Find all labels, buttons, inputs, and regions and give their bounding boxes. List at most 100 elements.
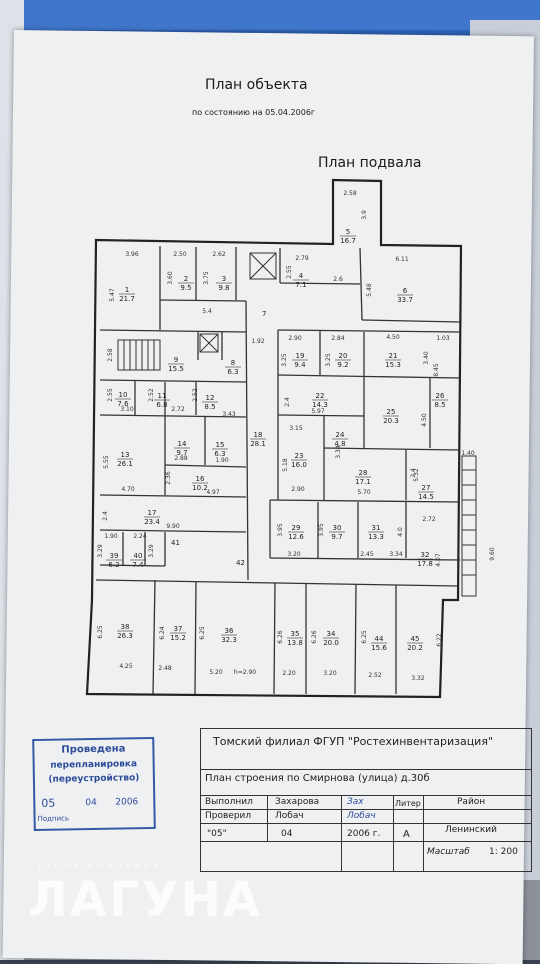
dimension-label: 3.34 <box>389 551 403 558</box>
room-35-area: 13.8 <box>287 639 303 647</box>
dimension-label: 3.20 <box>323 670 337 677</box>
dimension-label: 4.25 <box>119 663 133 670</box>
redevelopment-stamp: Проведена перепланировка (переустройство… <box>32 736 156 832</box>
dimension-label: 2.55 <box>107 388 114 402</box>
room-36-area: 32.3 <box>221 636 237 644</box>
room-12-number: 12 <box>206 394 215 402</box>
dimension-label: 5.4 <box>202 308 212 315</box>
dimension-label: 3.40 <box>423 351 430 365</box>
room-14-area: 9.7 <box>176 449 187 457</box>
dimension-label: 6.22 <box>436 633 443 647</box>
dimension-label: 2.6 <box>333 276 343 283</box>
room-18-area: 28.1 <box>250 440 266 448</box>
room-42-number: 42 <box>236 559 245 567</box>
title-block: Томский филиал ФГУП "Ростехинвентаризаци… <box>200 728 532 872</box>
dimension-label: 6.24 <box>159 626 166 640</box>
dimension-label: 3.10 <box>120 406 134 413</box>
plan-of: План строения по Смирнова (улица) д.30б <box>205 773 430 784</box>
room-11-area: 6.8 <box>156 401 167 409</box>
dimension-label: 2.62 <box>212 251 226 258</box>
date-month: 04 <box>281 829 293 839</box>
dimension-label: 5.97 <box>311 408 325 415</box>
dimension-label: 1.90 <box>104 533 118 540</box>
room-6-number: 6 <box>403 287 408 295</box>
room-11-number: 11 <box>158 392 167 400</box>
dimension-label: 9.90 <box>166 523 180 530</box>
room-30-number: 30 <box>333 524 342 532</box>
checked-label: Проверил <box>205 811 252 821</box>
room-28-area: 17.1 <box>355 478 371 486</box>
date-year: 2006 г. <box>347 829 381 839</box>
room-14-number: 14 <box>178 440 187 448</box>
room-5-number: 5 <box>346 228 350 236</box>
dimension-label: 3.9 <box>361 210 368 220</box>
room-35-number: 35 <box>291 630 300 638</box>
room-5-area: 16.7 <box>340 237 356 245</box>
dimension-label: 6.25 <box>361 630 368 644</box>
signature-1: Зах <box>347 797 364 807</box>
signature-2: Лобач <box>347 811 376 821</box>
room-39-area: 6.2 <box>108 561 119 569</box>
dimension-label: 9.60 <box>489 547 496 561</box>
document-subtitle: по состоянию на 05.04.2006г <box>192 108 316 117</box>
dimension-label: 2.90 <box>291 486 305 493</box>
org-name: Томский филиал ФГУП "Ростехинвентаризаци… <box>213 735 494 748</box>
plan-title: План подвала <box>318 155 422 171</box>
dimension-label: 2.52 <box>368 672 382 679</box>
dimension-label: 4.07 <box>435 553 442 567</box>
room-13-number: 13 <box>121 451 130 459</box>
dimension-label: 4.50 <box>421 413 428 427</box>
room-34-number: 34 <box>327 630 336 638</box>
dimension-label: 2.50 <box>173 251 187 258</box>
stamp-line-2: перепланировка <box>50 759 138 771</box>
dimension-label: 4.0 <box>397 527 404 537</box>
district-value: Ленинский <box>445 825 498 835</box>
room-6-area: 33.7 <box>397 296 413 304</box>
room-1-area: 21.7 <box>119 295 135 303</box>
district-label: Район <box>457 797 486 807</box>
watermark-logo: ЛАГУНА <box>28 872 262 928</box>
watermark-tagline: ГРУППА КОМПАНИЙ <box>30 862 163 870</box>
room-31-area: 13.3 <box>368 533 384 541</box>
dimension-label: 4.97 <box>206 489 220 496</box>
dimension-label: 2.88 <box>174 455 188 462</box>
performed-label: Выполнил <box>205 797 253 807</box>
room-32-number: 32 <box>421 551 430 559</box>
room-22-area: 14.3 <box>312 401 328 409</box>
dimension-label: 1.90 <box>215 457 229 464</box>
dimension-label: 2.55 <box>286 265 293 279</box>
room-28-number: 28 <box>359 469 368 477</box>
scale-value: 1: 200 <box>489 847 518 857</box>
scale-label: Масштаб <box>427 847 470 857</box>
room-30-area: 9.7 <box>331 533 342 541</box>
room-41-number: 41 <box>171 539 180 547</box>
dimension-label: 6.26 <box>311 630 318 644</box>
dimension-label: 3.43 <box>222 411 236 418</box>
room-2-number: 2 <box>184 275 188 283</box>
dimension-label: 4.70 <box>121 486 135 493</box>
room-32-area: 17.8 <box>417 560 433 568</box>
dimension-label: 3.60 <box>167 271 174 285</box>
room-8-area: 6.3 <box>227 368 238 376</box>
room-4-number: 4 <box>299 272 304 280</box>
performed-name: Захарова <box>275 797 320 807</box>
room-17-number: 17 <box>148 509 157 517</box>
dimension-label: 2.48 <box>158 665 172 672</box>
stamp-date-day: 05 <box>41 796 56 810</box>
room-26-number: 26 <box>436 392 445 400</box>
dimension-label: 3.25 <box>325 353 332 367</box>
dimension-label: 4.50 <box>386 334 400 341</box>
room-24-number: 24 <box>336 431 345 439</box>
room-36-number: 36 <box>225 627 234 635</box>
room-20-number: 20 <box>339 352 348 360</box>
room-13-area: 26.1 <box>117 460 133 468</box>
dimension-label: 2.4 <box>284 397 291 407</box>
dimension-label: 1.40 <box>461 450 475 457</box>
dimension-label: 5.47 <box>109 288 116 302</box>
liter-value: А <box>403 829 410 840</box>
stamp-line-3: (переустройство) <box>48 773 140 785</box>
room-27-area: 14.5 <box>418 493 434 501</box>
date-day: "05" <box>207 829 227 839</box>
dimension-label: 2.72 <box>422 516 436 523</box>
dimension-label: h=2.90 <box>234 669 256 676</box>
